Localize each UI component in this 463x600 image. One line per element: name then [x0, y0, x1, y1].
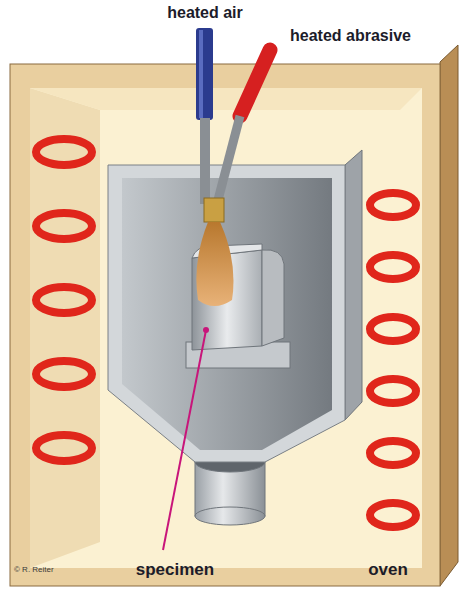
chamber-inside — [122, 178, 332, 450]
part-label: specimen — [136, 560, 214, 580]
abrasive-tube-lower — [218, 116, 240, 200]
oven-left-wall — [30, 88, 100, 568]
chamber-frame — [108, 165, 345, 462]
heating-coil — [370, 379, 416, 403]
heating-coil — [36, 287, 92, 313]
abrasive-tube — [240, 50, 270, 116]
heating-coil — [370, 255, 416, 279]
heating-coils-left — [36, 139, 92, 461]
heating-coils-right — [370, 193, 416, 527]
copyright-note: © R. Reiter — [14, 565, 54, 575]
air-tube-highlight — [199, 30, 203, 118]
oven-ceiling — [30, 88, 422, 110]
oven-back-wall — [30, 88, 422, 568]
nozzle — [204, 198, 224, 222]
abrasive-jet — [196, 222, 233, 306]
air-tube — [196, 28, 213, 120]
heating-coil — [370, 193, 416, 217]
specimen-clamp — [262, 250, 284, 346]
heating-coil — [36, 213, 92, 239]
chamber-side — [345, 150, 362, 420]
heating-coil — [370, 317, 416, 341]
oven-frame — [10, 64, 440, 586]
heating-coil — [370, 441, 416, 465]
heating-coil — [36, 435, 92, 461]
heating-coil — [36, 139, 92, 165]
outlet-pipe-bottom — [195, 507, 265, 525]
part-label: oven — [368, 560, 408, 580]
tube-label: heated air — [167, 3, 243, 22]
tube-label: heated abrasive — [290, 26, 411, 45]
leader-line — [163, 330, 206, 550]
heating-coil — [370, 503, 416, 527]
air-tube-lower — [200, 118, 210, 204]
oven-side-face — [440, 45, 458, 586]
heating-coil — [36, 361, 92, 387]
